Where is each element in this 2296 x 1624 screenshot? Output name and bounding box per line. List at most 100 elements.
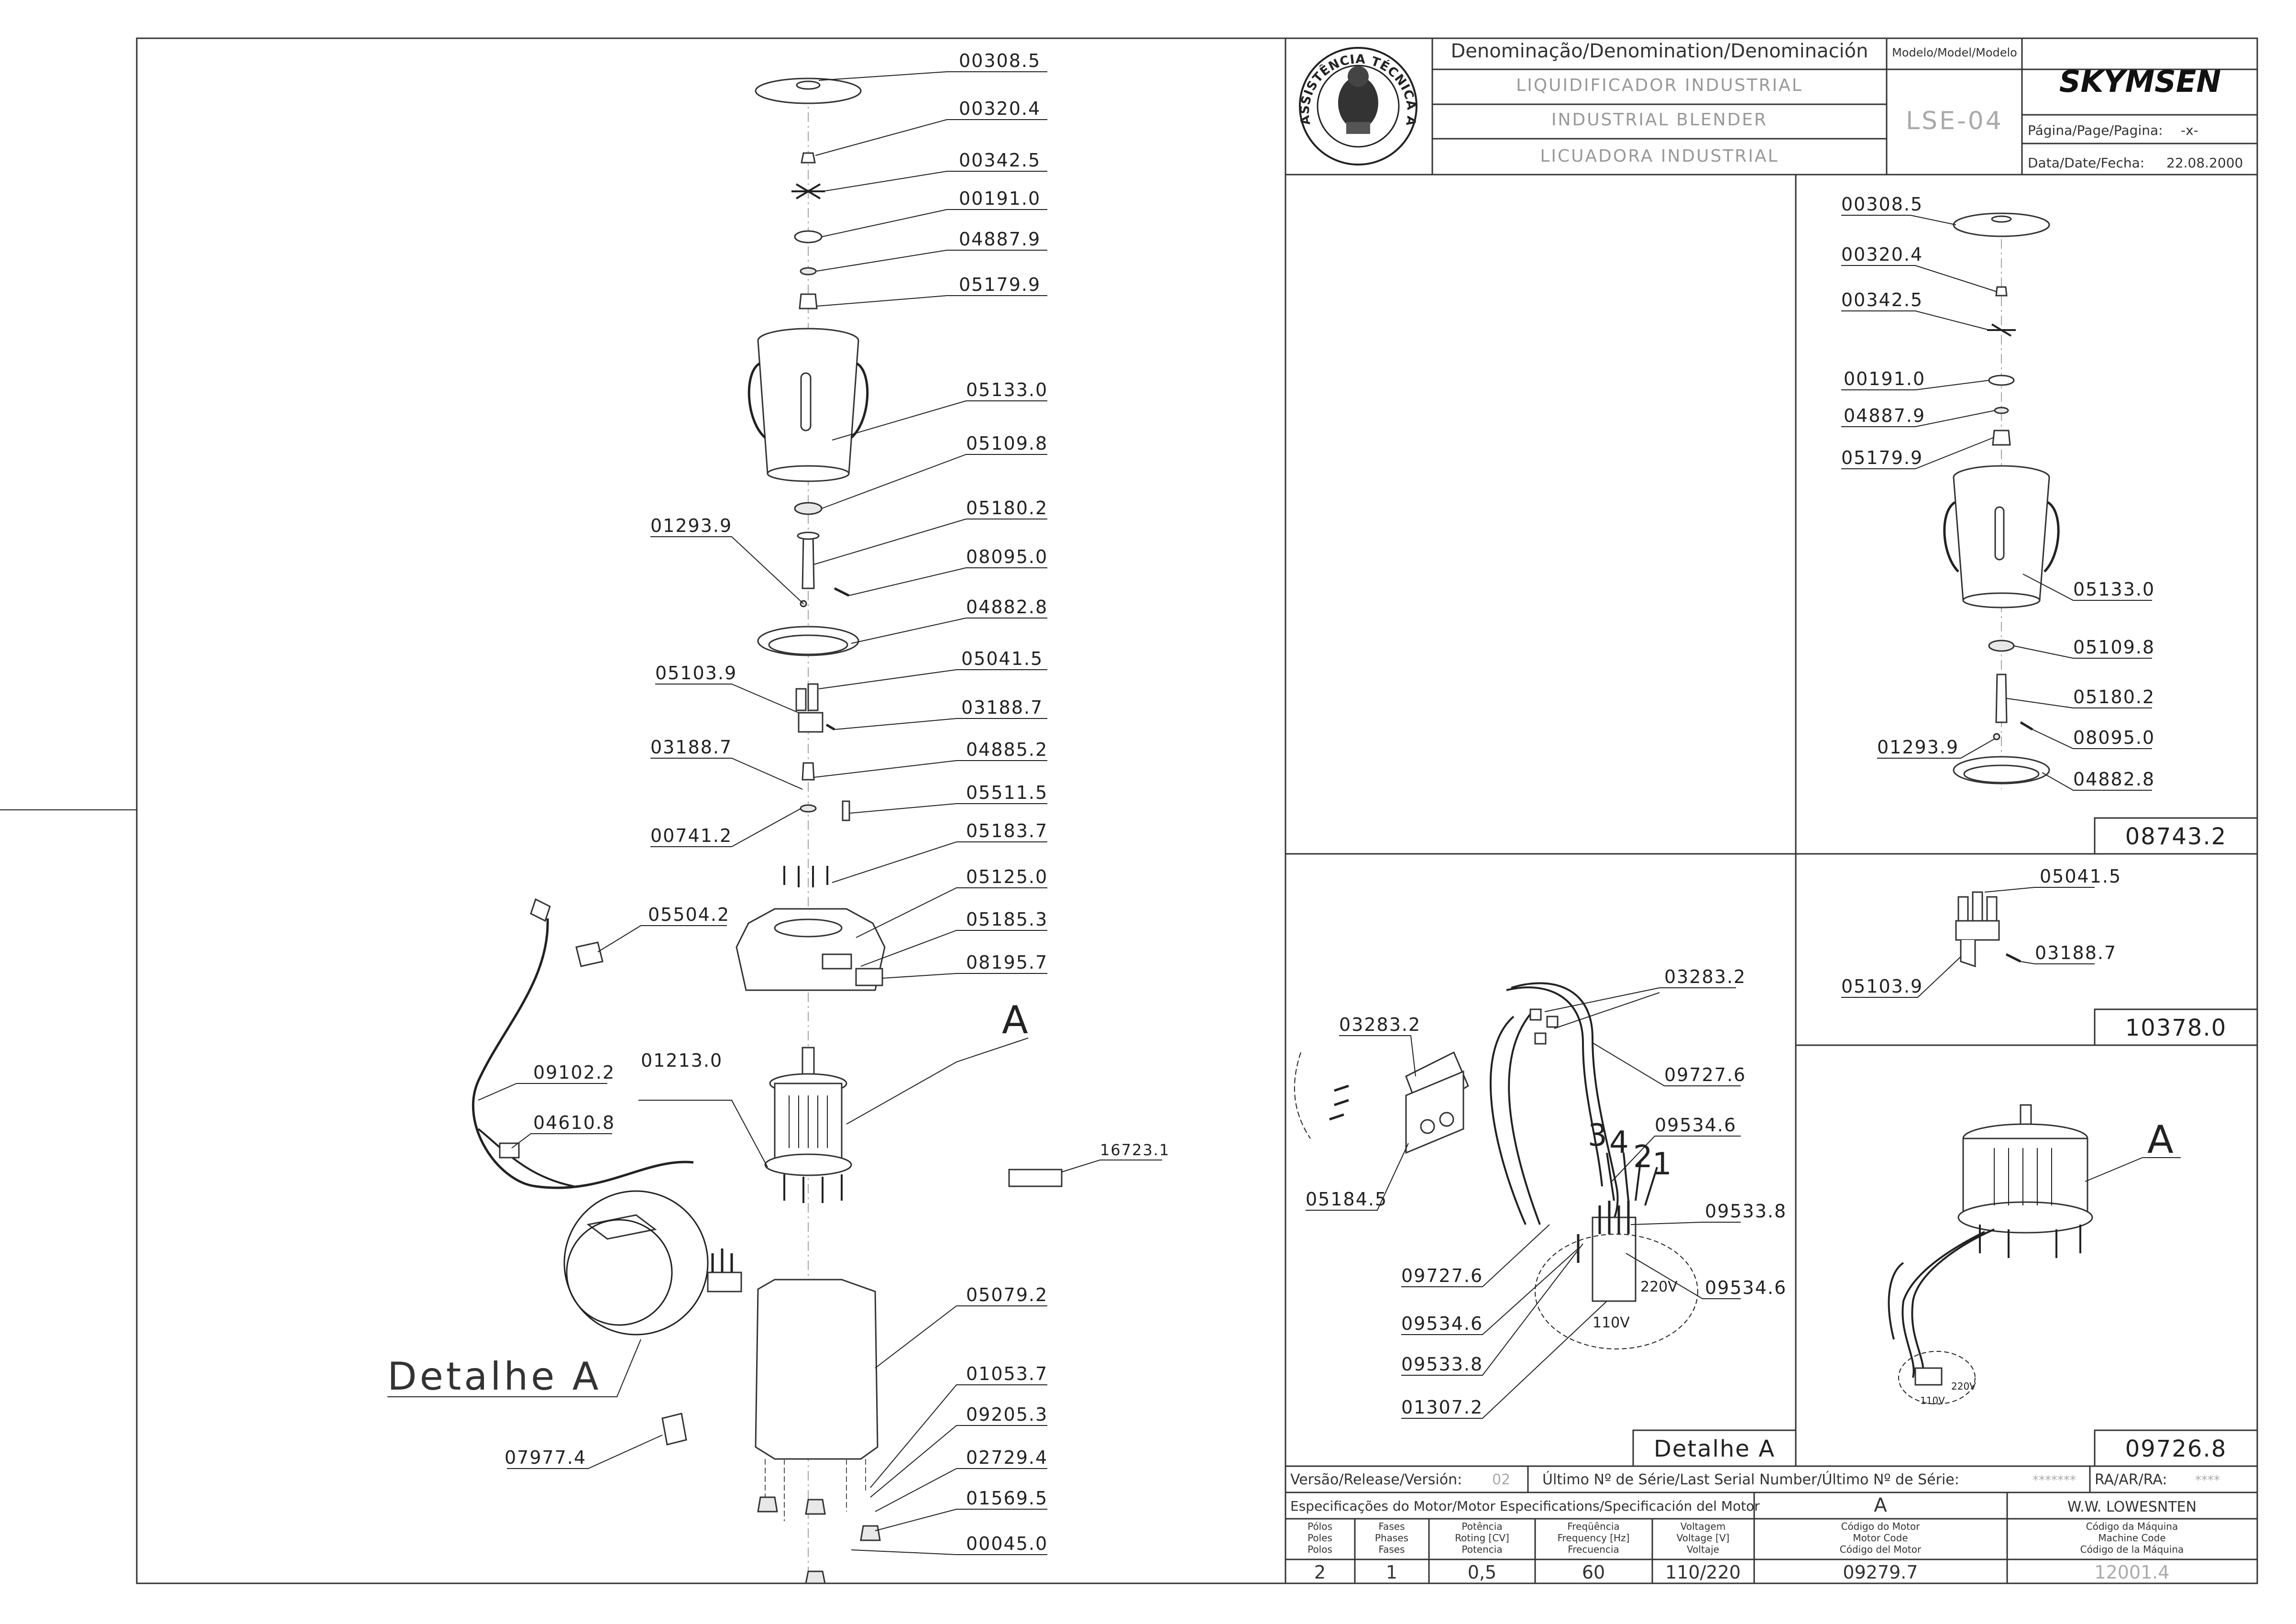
label-shaft: 05180.2 [966, 497, 1048, 519]
label-foot-nut: 02729.4 [966, 1447, 1048, 1468]
washer-part [794, 230, 823, 243]
label-cord: 09102.2 [533, 1062, 615, 1083]
spec-h1-motor-code: Código do Motor [1841, 1521, 1921, 1532]
spec-value-power: 0,5 [1468, 1562, 1496, 1583]
main-exploded-parts [472, 77, 1063, 1584]
spec-h3-voltage: Voltaje [1687, 1544, 1719, 1555]
detail-wire-number-2: 2 [1633, 1139, 1653, 1175]
bushing-part [799, 293, 818, 309]
spec-h2-frequency: Frequency [Hz] [1558, 1532, 1630, 1544]
label-bushing: 05179.9 [959, 274, 1041, 295]
spec-h1-frequency: Freqüência [1567, 1521, 1619, 1532]
page-value: -x- [2181, 122, 2198, 138]
label-foot-pad: 00045.0 [966, 1533, 1048, 1554]
spec-value-motor-code: 09279.7 [1843, 1562, 1918, 1583]
manufacturer: W.W. LOWESNTEN [2067, 1499, 2197, 1515]
coupling-part [794, 502, 823, 515]
name-en: INDUSTRIAL BLENDER [1551, 110, 1768, 130]
detail-label-wire-c: 09533.8 [1705, 1201, 1787, 1222]
blade-part [791, 183, 825, 199]
motor-voltage-b: 110V [1920, 1395, 1945, 1406]
blade-holder-part [795, 683, 835, 733]
svg-text:ASSISTÊNCIA TÉCNICA AUTORIZADA: ASSISTÊNCIA TÉCNICA AUTORIZADA [0, 0, 1418, 127]
label-manual: 07977.4 [505, 1447, 586, 1468]
detail-a-callout-circle [566, 1219, 673, 1326]
blade-assembly-drawing [1955, 891, 2021, 968]
lid-part [755, 77, 862, 104]
spec-h2-poles: Poles [1307, 1532, 1332, 1544]
detail-a-drawing [1294, 982, 1698, 1349]
label-washer: 00191.0 [959, 188, 1041, 209]
label-screw-a: 03188.7 [961, 697, 1043, 718]
cap-part [801, 152, 816, 164]
cup-label-lid: 00308.5 [1841, 194, 1923, 215]
cup-part [747, 328, 869, 482]
cup-label-coupling: 05109.8 [2073, 637, 2155, 658]
detail-label-wire-a: 09727.6 [1664, 1064, 1746, 1085]
detail-a-leaders [1306, 987, 1741, 1419]
model-header: Modelo/Model/Modelo [1892, 46, 2017, 59]
cup-label-shaft: 05180.2 [2073, 686, 2155, 707]
motor-voltage-a: 220V [1951, 1381, 1976, 1392]
brand-logo: SKYMSEN [2059, 64, 2221, 99]
detail-a-title: Detalhe A [1654, 1436, 1775, 1462]
detail-label-wire-b: 09534.6 [1655, 1115, 1736, 1136]
detail-label-switch: 05184.5 [1306, 1189, 1387, 1210]
label-detail-a: Detalhe A [387, 1354, 602, 1399]
label-foot-screw: 01053.7 [966, 1363, 1048, 1384]
detail-voltage-b: 110V [1593, 1315, 1630, 1331]
spec-h2-motor-code: Motor Code [1853, 1532, 1908, 1544]
detail-wire-number-1: 1 [1652, 1147, 1672, 1182]
cup-label-cap: 00320.4 [1841, 244, 1923, 265]
blade-assembly-code: 10378.0 [2125, 1015, 2227, 1041]
blade-label-holder: 05103.9 [1841, 976, 1923, 997]
label-blade-holder-top: 05041.5 [961, 648, 1043, 669]
motor-assembly-leader [2085, 1157, 2181, 1182]
title-block: ASSISTÊNCIA TÉCNICA AUTORIZADA Denominaç… [0, 0, 2258, 176]
spec-h1-machine-code: Código da Máquina [2086, 1521, 2178, 1532]
label-foot: 01569.5 [966, 1488, 1048, 1509]
label-lid: 00308.5 [959, 50, 1041, 71]
ring-part [800, 267, 817, 276]
motor-spec-header: Especificações do Motor/Motor Especifica… [1290, 1498, 1760, 1514]
spec-h1-phases: Fases [1378, 1521, 1405, 1532]
detail-label-connector-a: 03283.2 [1664, 966, 1746, 987]
label-coupling: 05109.8 [966, 433, 1048, 454]
label-gasket: 04882.8 [966, 597, 1048, 618]
label-ball: 01293.9 [650, 515, 732, 536]
detail-wire-number-3: 3 [1588, 1118, 1607, 1153]
main-leader-lines [387, 71, 1162, 1555]
pin-part [834, 587, 850, 597]
label-blade-holder: 05103.9 [655, 663, 737, 684]
motor-ref: A [1874, 1494, 1887, 1516]
terminal-block-part [707, 1248, 742, 1293]
ra-value: **** [2195, 1473, 2220, 1488]
spec-h2-phases: Phases [1375, 1532, 1408, 1544]
label-motor: 01213.0 [641, 1050, 723, 1071]
spec-value-phases: 1 [1386, 1562, 1397, 1583]
detail-wire-number-4: 4 [1609, 1125, 1629, 1160]
motor-part [764, 1047, 852, 1203]
label-screw-b: 03188.7 [650, 737, 732, 758]
cup-label-washer: 00191.0 [1844, 368, 1925, 389]
cup-assembly-labels: 00308.5 00320.4 00342.5 00191.0 04887.9 … [1841, 194, 2155, 790]
label-cord-clip: 04610.8 [533, 1112, 615, 1133]
label-foot-washer: 09205.3 [966, 1404, 1048, 1425]
spec-value-machine-code: 12001.4 [2094, 1562, 2169, 1583]
manual-part [661, 1413, 687, 1446]
cup-assembly-code: 08743.2 [2125, 823, 2227, 850]
label-washer-b: 00741.2 [650, 825, 732, 846]
spec-h1-voltage: Voltagem [1681, 1521, 1726, 1532]
motor-assembly-code: 09726.8 [2125, 1436, 2227, 1462]
detail-label-wire-f: 09534.6 [1401, 1313, 1483, 1334]
spec-h3-motor-code: Código del Motor [1840, 1544, 1922, 1555]
label-base: 05125.0 [966, 866, 1048, 887]
version-label: Versão/Release/Versión: [1290, 1471, 1462, 1488]
label-plate: 05504.2 [648, 904, 730, 925]
motor-spec-table: Versão/Release/Versión: 02 Último Nº de … [1285, 1465, 2258, 1584]
date-value: 22.08.2000 [2166, 155, 2243, 171]
name-pt: LIQUIDIFICADOR INDUSTRIAL [1516, 76, 1803, 95]
spec-h2-voltage: Voltage [V] [1677, 1532, 1730, 1544]
brand-badge-part [1008, 1169, 1063, 1187]
